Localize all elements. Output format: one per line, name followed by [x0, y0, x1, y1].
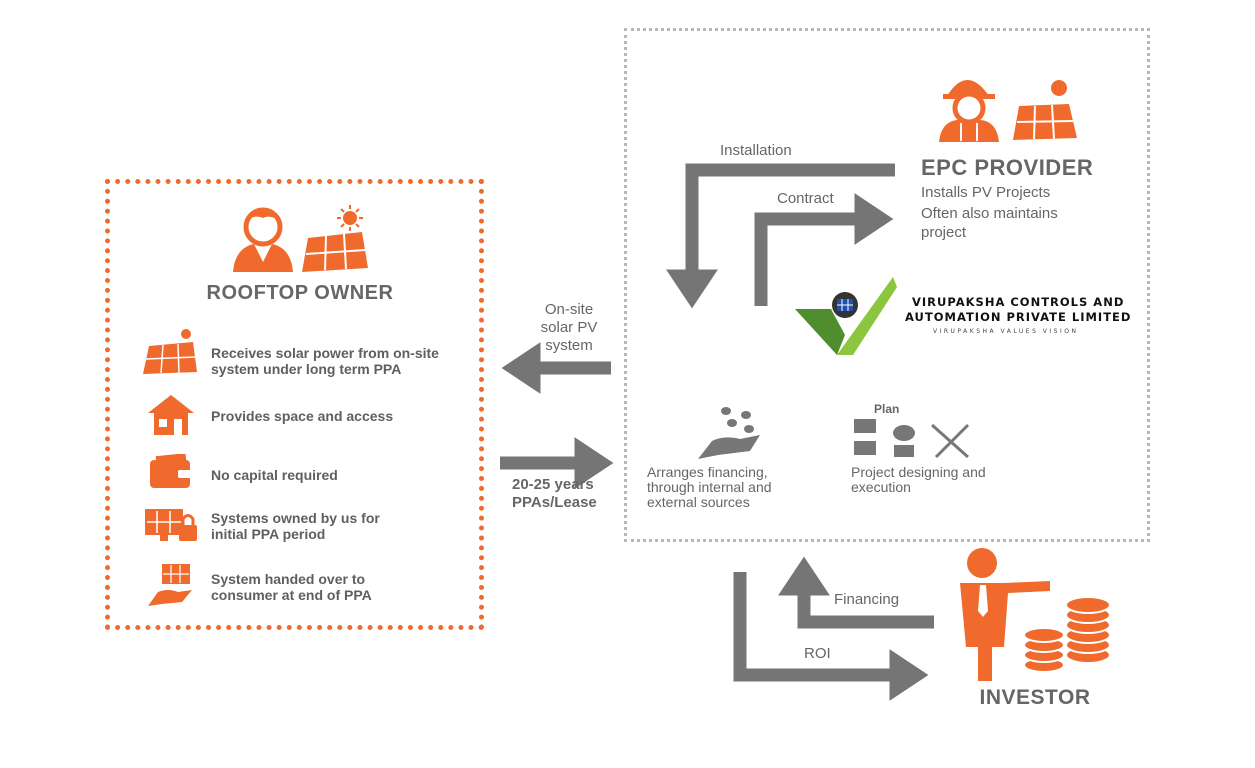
house-icon — [148, 395, 194, 435]
installation-arrow — [666, 163, 895, 309]
plan-tools-icon: Plan — [854, 402, 970, 459]
hand-panel-icon — [148, 564, 192, 606]
epc-line-2: Often also maintains project — [921, 205, 1058, 241]
owner-item-3: No capital required — [211, 467, 338, 483]
coins-hand-icon — [698, 407, 760, 459]
owner-item-1: Receives solar power from on-site system… — [211, 345, 439, 377]
investor-title: INVESTOR — [979, 686, 1091, 709]
wallet-icon — [150, 454, 192, 488]
plan-text: Plan — [874, 402, 899, 416]
financing-label: Financing — [834, 591, 900, 608]
owner-with-panel-icon — [233, 205, 368, 272]
contract-arrow — [754, 193, 894, 306]
owner-item-2: Provides space and access — [211, 408, 394, 424]
task-design: Project designing and execution — [851, 464, 986, 495]
owner-item-4: Systems owned by us for initial PPA peri… — [211, 510, 380, 542]
owner-item-5: System handed over to consumer at end of… — [211, 571, 372, 603]
company-logo-icon — [795, 277, 897, 355]
logo-tagline: VIRUPAKSHA VALUES VISION — [933, 328, 1079, 335]
epc-provider-title: EPC PROVIDER — [921, 155, 1094, 180]
contract-label: Contract — [777, 190, 834, 207]
roi-label: ROI — [804, 645, 831, 662]
epc-provider-box — [624, 28, 1150, 542]
locked-monitor-icon — [145, 509, 197, 541]
installation-label: Installation — [720, 142, 792, 159]
logo-name-line-1: VIRUPAKSHA CONTROLS AND — [912, 295, 1125, 309]
ppa-label: 20-25 years PPAs/Lease — [512, 476, 597, 511]
worker-with-panel-icon — [939, 80, 1077, 142]
task-financing: Arranges financing, through internal and… — [647, 464, 772, 510]
investor-coins-icon — [960, 548, 1111, 681]
rooftop-owner-title: ROOFTOP OWNER — [206, 282, 394, 304]
solar-panel-icon — [143, 329, 197, 374]
logo-name-line-2: AUTOMATION PRIVATE LIMITED — [905, 310, 1132, 324]
epc-line-1: Installs PV Projects — [921, 184, 1051, 201]
financing-arrow — [778, 556, 934, 629]
onsite-label: On-site solar PV system — [540, 301, 598, 354]
rooftop-owner-box — [105, 179, 484, 630]
roi-arrow — [733, 572, 929, 701]
